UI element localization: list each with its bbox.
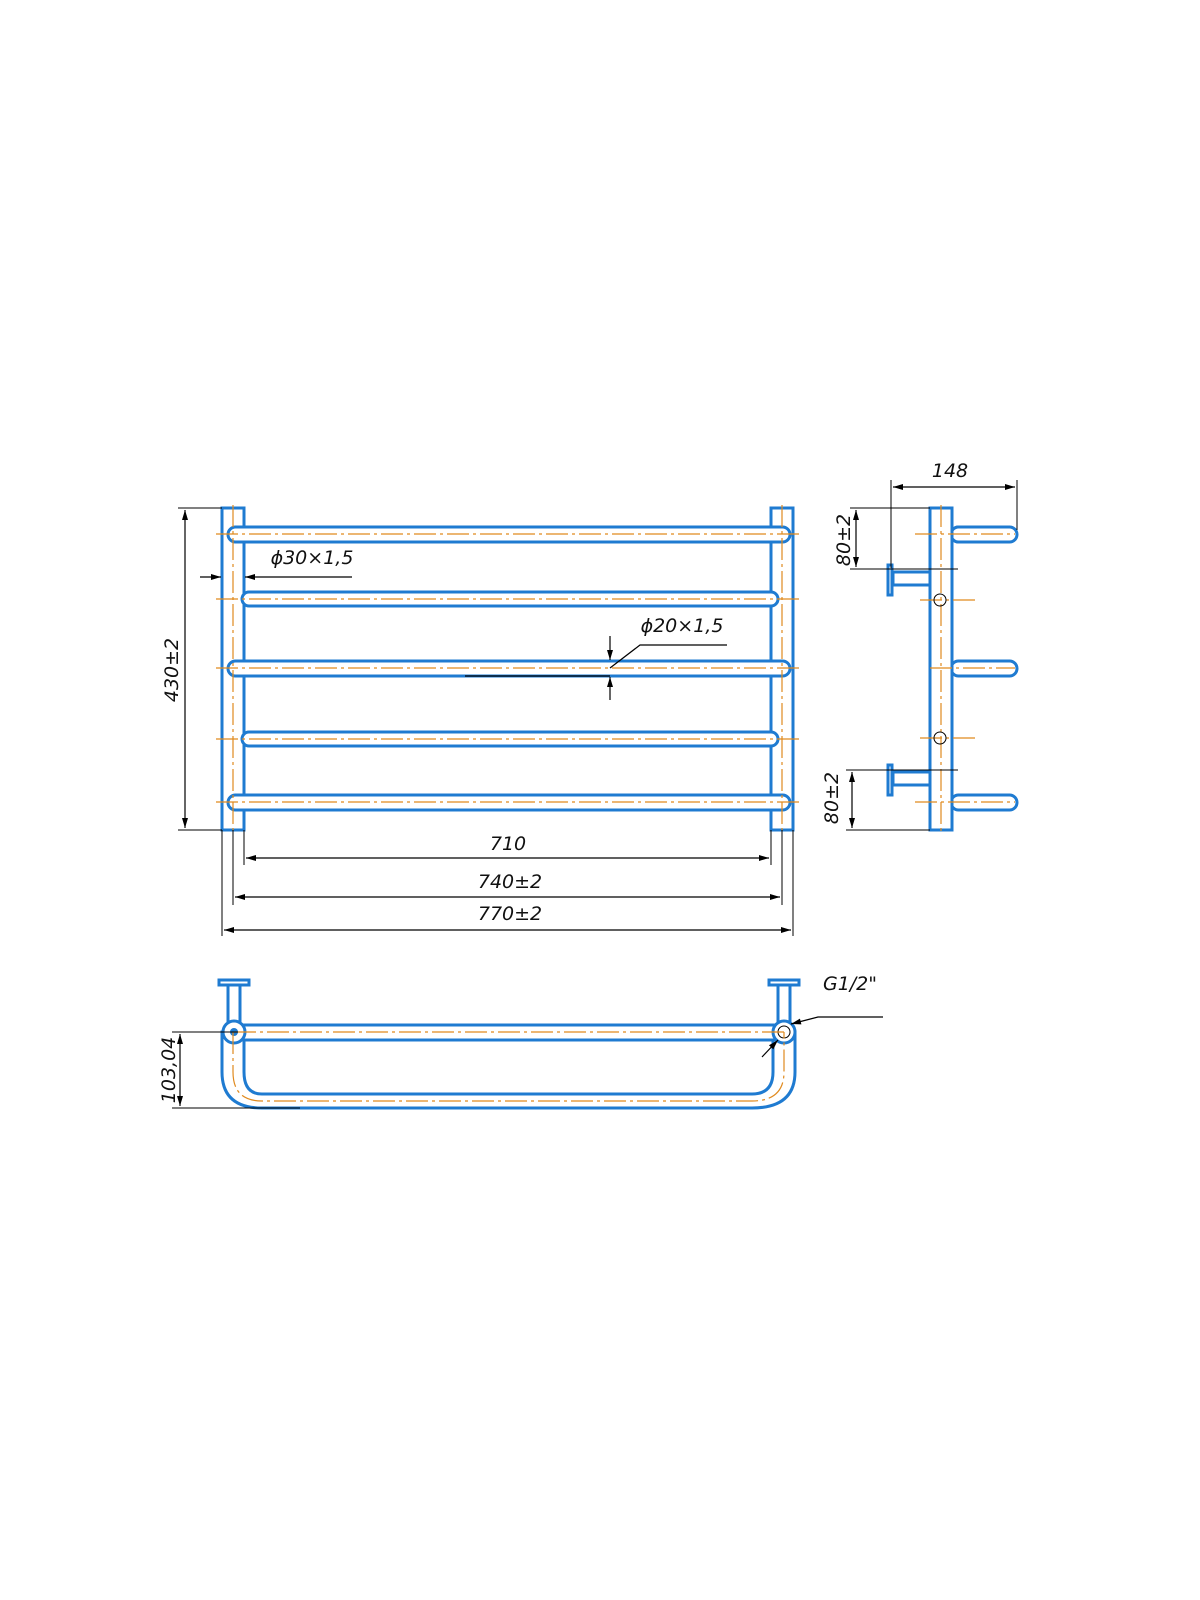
height-dimension-label: 430±2 xyxy=(161,638,183,702)
u-pipe xyxy=(220,1030,797,1110)
bottom-view: 103,04 G1/2" xyxy=(158,973,883,1110)
hidden-hole xyxy=(933,593,947,607)
top-mount-label: 80±2 xyxy=(833,514,855,566)
depth-label: 148 xyxy=(932,460,968,482)
offset-label: 103,04 xyxy=(158,1037,180,1103)
side-view: 148 80±2 80±2 xyxy=(821,460,1019,834)
centerlines xyxy=(216,505,800,834)
rail-pipe-label: ϕ20×1,5 xyxy=(641,615,724,637)
center-width-label: 740±2 xyxy=(478,871,542,893)
front-view: 430±2 710 740±2 770±2 ϕ30×1,5 ϕ20×1,5 xyxy=(161,505,800,936)
bottom-wall-bracket xyxy=(886,763,932,797)
hidden-hole xyxy=(933,731,947,745)
post-pipe-label: ϕ30×1,5 xyxy=(271,547,354,569)
overall-width-label: 770±2 xyxy=(478,903,542,925)
inner-width-label: 710 xyxy=(490,833,526,855)
thread-label: G1/2" xyxy=(823,973,877,995)
bottom-mount-label: 80±2 xyxy=(821,772,843,824)
top-wall-bracket xyxy=(886,563,932,597)
